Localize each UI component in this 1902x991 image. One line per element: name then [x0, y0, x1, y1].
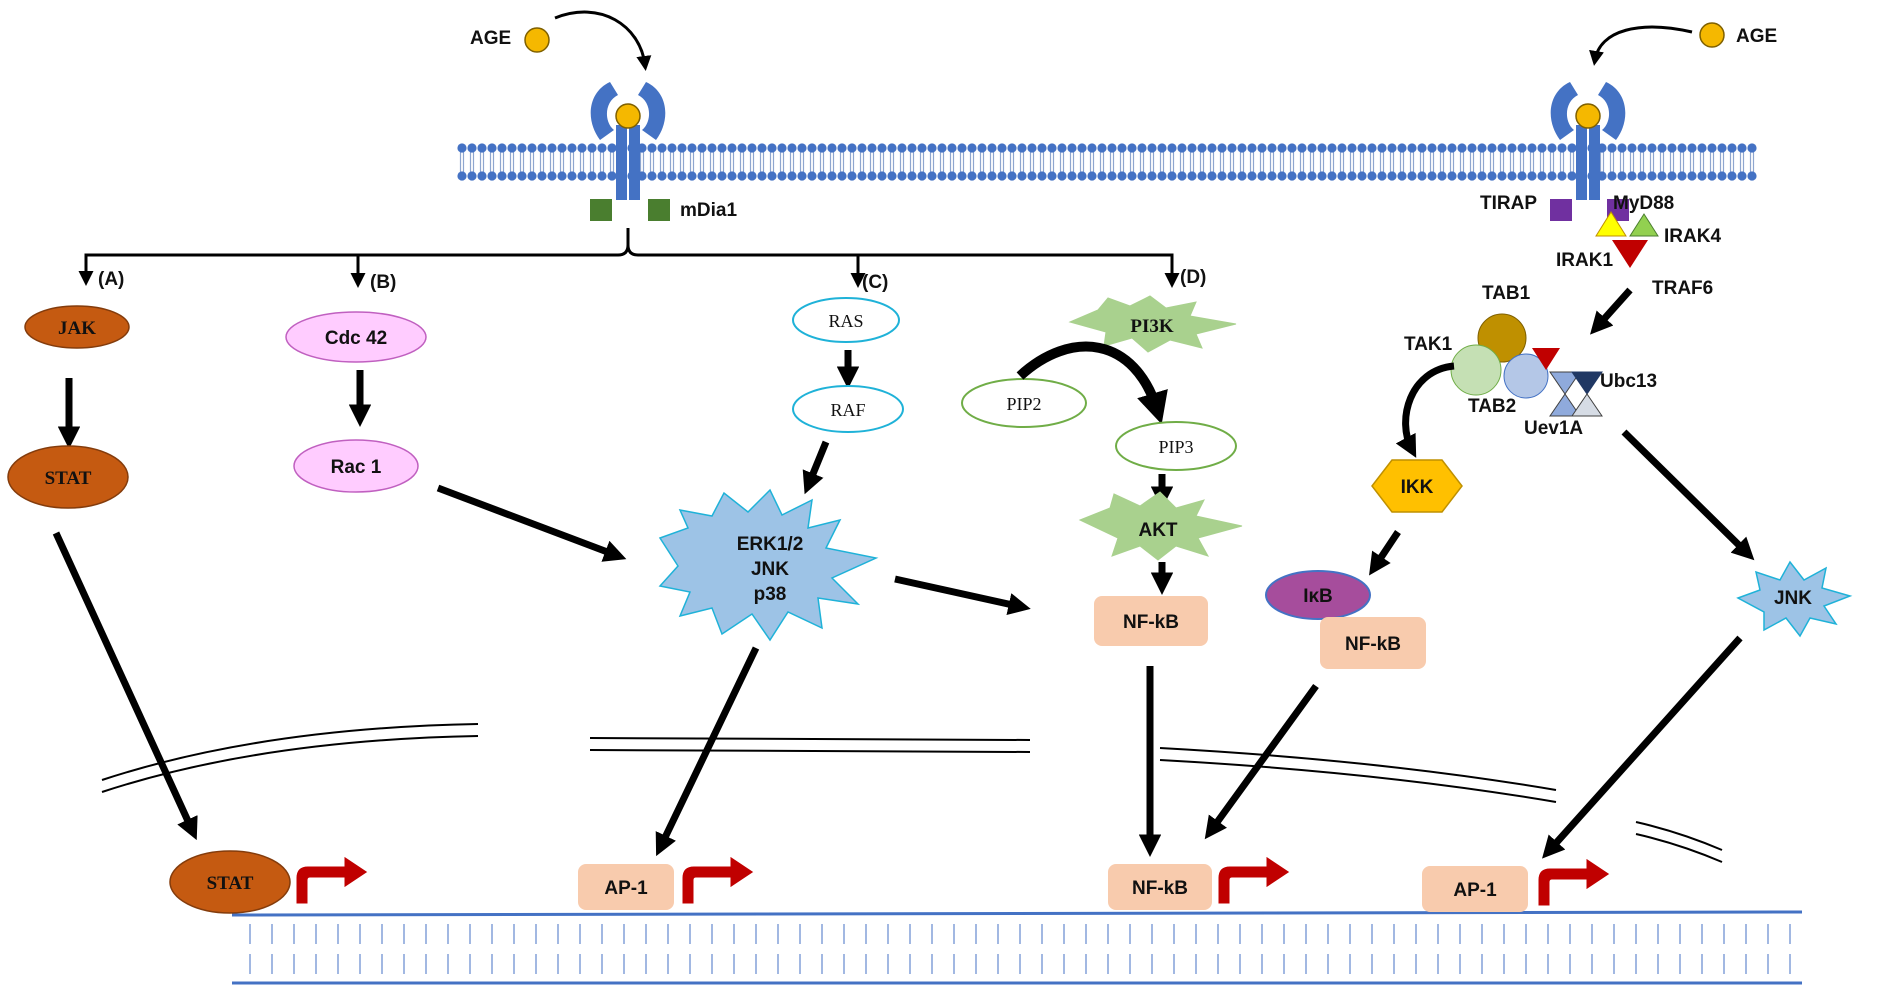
gene-transcription-arrow — [681, 855, 755, 905]
rac1-node — [293, 439, 419, 493]
gene-transcription-arrow — [1537, 857, 1611, 907]
age-ligand-bound-left — [615, 103, 641, 129]
ubc13-label: Ubc13 — [1600, 371, 1657, 392]
traf6-triangle — [1612, 240, 1648, 268]
akt-label: AKT — [1138, 520, 1177, 541]
mdia1-box — [648, 199, 670, 221]
jak-label: JAK — [58, 318, 96, 339]
irak4-label: IRAK4 — [1664, 226, 1721, 247]
nfkb-label-d: NF-kB — [1123, 612, 1179, 633]
mapk-label-erk: ERK1/2 — [737, 534, 804, 555]
nuclear-factors: STAT AP-1 NF-kB AP-1 — [169, 850, 1528, 914]
pathway-a: JAK STAT — [7, 305, 198, 841]
mapk-label-jnk: JNK — [751, 559, 789, 580]
akt-node — [1078, 491, 1243, 561]
nfkb-box-nuclear — [1108, 864, 1212, 910]
age-ligand-left: AGE — [470, 10, 652, 71]
mapk-label-p38: p38 — [754, 584, 787, 605]
pip2-label: PIP2 — [1006, 394, 1041, 414]
stat-nuclear-node — [169, 850, 291, 914]
traf6-label: TRAF6 — [1652, 278, 1713, 299]
jnk-label: JNK — [1774, 588, 1812, 609]
tab1-label: TAB1 — [1482, 283, 1531, 304]
pathway-c: RAS RAF ERK1/2 JNK p38 — [655, 297, 1031, 857]
cdc42-node — [285, 311, 427, 363]
nfkb-box-tlr — [1320, 617, 1426, 669]
mapk-node — [658, 488, 879, 642]
age-label-right: AGE — [1736, 26, 1777, 47]
ras-node — [792, 297, 900, 343]
raf-label: RAF — [830, 400, 865, 420]
tlr-pathway: IRAK1 IRAK4 TRAF6 TAB1 TAK1 Ubc13 TAB2 U… — [1204, 211, 1853, 859]
receptor-left: mDia1 — [590, 82, 737, 221]
branch-label-b: (B) — [370, 272, 396, 293]
cell-membrane — [457, 143, 1757, 181]
raf-node — [792, 385, 904, 433]
ubc13-node — [1549, 393, 1581, 417]
ap1-box-left — [578, 864, 674, 910]
ikk-label: IKK — [1401, 477, 1434, 498]
age-ligand-right: AGE — [1589, 22, 1777, 66]
pip3-label: PIP3 — [1158, 437, 1193, 457]
pathway-d: PI3K PIP2 PIP3 AKT NF-kB — [961, 295, 1243, 857]
jak-node — [24, 305, 130, 349]
pi3k-label: PI3K — [1130, 316, 1174, 337]
rac1-label: Rac 1 — [331, 457, 382, 478]
age-ligand-bound-right — [1575, 103, 1601, 129]
receptor-right: TIRAP MyD88 — [1480, 82, 1674, 221]
branch-bracket: (A) (B) (C) (D) — [78, 228, 1206, 293]
ap1-box-right — [1422, 866, 1528, 912]
ap1-label-right: AP-1 — [1453, 880, 1497, 901]
stat-nuclear-label: STAT — [207, 873, 254, 894]
dna-strand — [231, 910, 1803, 985]
nfkb-nuclear-label: NF-kB — [1132, 878, 1188, 899]
age-label-left: AGE — [470, 28, 511, 49]
ubc13-node — [1549, 371, 1581, 395]
ikb-node — [1265, 570, 1371, 620]
jnk-node — [1736, 560, 1853, 638]
uev1a-node — [1571, 371, 1603, 395]
branch-label-d: (D) — [1180, 267, 1206, 288]
ras-label: RAS — [828, 311, 863, 331]
mdia1-box — [590, 199, 612, 221]
nuclear-envelope — [101, 723, 1723, 863]
pip3-node — [1115, 421, 1237, 471]
tak1-node — [1450, 344, 1502, 396]
nfkb-label-tlr: NF-kB — [1345, 634, 1401, 655]
branch-label-c: (C) — [862, 272, 888, 293]
myd88-label: MyD88 — [1613, 193, 1674, 214]
pathway-b: Cdc 42 Rac 1 — [285, 311, 627, 562]
stat-label: STAT — [45, 468, 92, 489]
mdia1-label: mDia1 — [680, 200, 737, 221]
tirap-box — [1550, 199, 1572, 221]
uev1a-label: Uev1A — [1524, 418, 1583, 439]
ikk-node — [1371, 459, 1463, 513]
gene-transcription-arrow — [1217, 855, 1291, 905]
traf6-triangle-complex — [1532, 348, 1560, 370]
ap1-label-left: AP-1 — [604, 878, 648, 899]
nfkb-box-d — [1094, 596, 1208, 646]
branch-label-a: (A) — [98, 269, 124, 290]
irak1-label: IRAK1 — [1556, 250, 1613, 271]
tab2-node — [1503, 353, 1549, 399]
tab2-label: TAB2 — [1468, 396, 1516, 417]
tirap-label: TIRAP — [1480, 193, 1537, 214]
gene-transcription-arrow — [295, 855, 369, 905]
transcription-arrows — [295, 855, 1611, 907]
uev1a-node — [1571, 393, 1603, 417]
pi3k-node — [1068, 295, 1237, 353]
stat-node — [7, 445, 129, 509]
irak4-triangle — [1629, 213, 1659, 237]
cdc42-label: Cdc 42 — [325, 328, 387, 349]
irak1-triangle — [1595, 211, 1627, 237]
ikb-label: IκB — [1303, 586, 1333, 607]
tak1-label: TAK1 — [1404, 334, 1453, 355]
